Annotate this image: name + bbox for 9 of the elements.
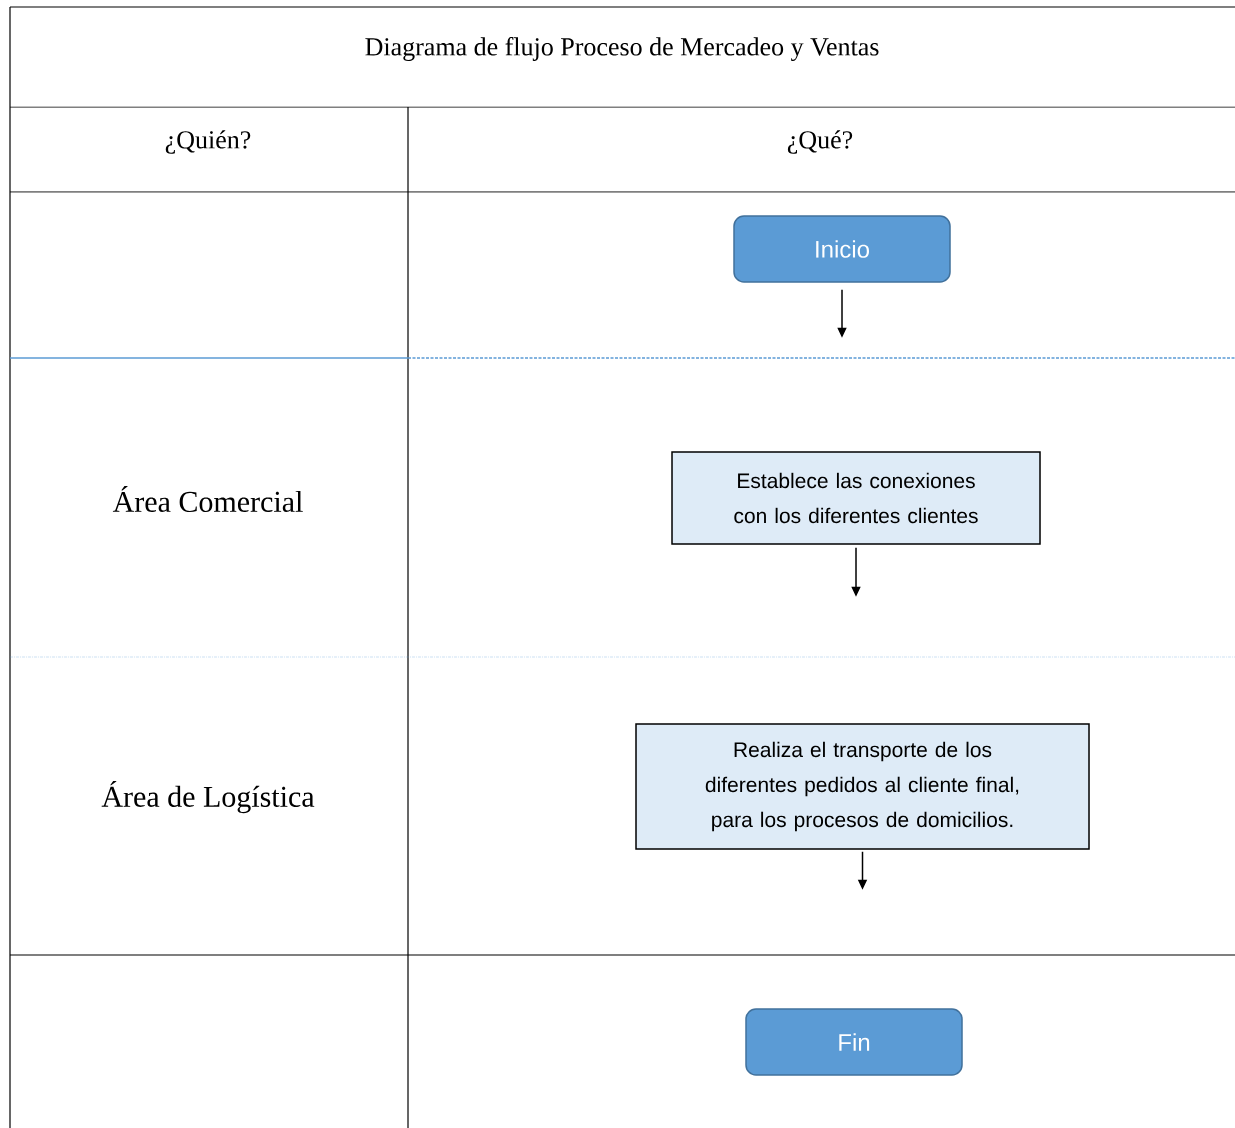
process-box: Realiza el transporte de los diferentes pedidos al cliente final, para los procesos de domicilios.: [635, 723, 1090, 850]
table-cell-text: ¿Qué?: [787, 130, 853, 154]
terminal-box: Fin: [745, 1008, 963, 1076]
terminal-box: Inicio: [733, 215, 951, 283]
table-cell-text: Área de Logística: [101, 780, 315, 814]
process-box: Establece las conexiones con los diferentes clientes: [671, 451, 1041, 545]
table-title: Diagrama de flujo Proceso de Mercadeo y Ventas: [365, 37, 879, 61]
table-cell-text: ¿Quién?: [165, 130, 251, 154]
table-cell-text: Área Comercial: [112, 486, 303, 513]
